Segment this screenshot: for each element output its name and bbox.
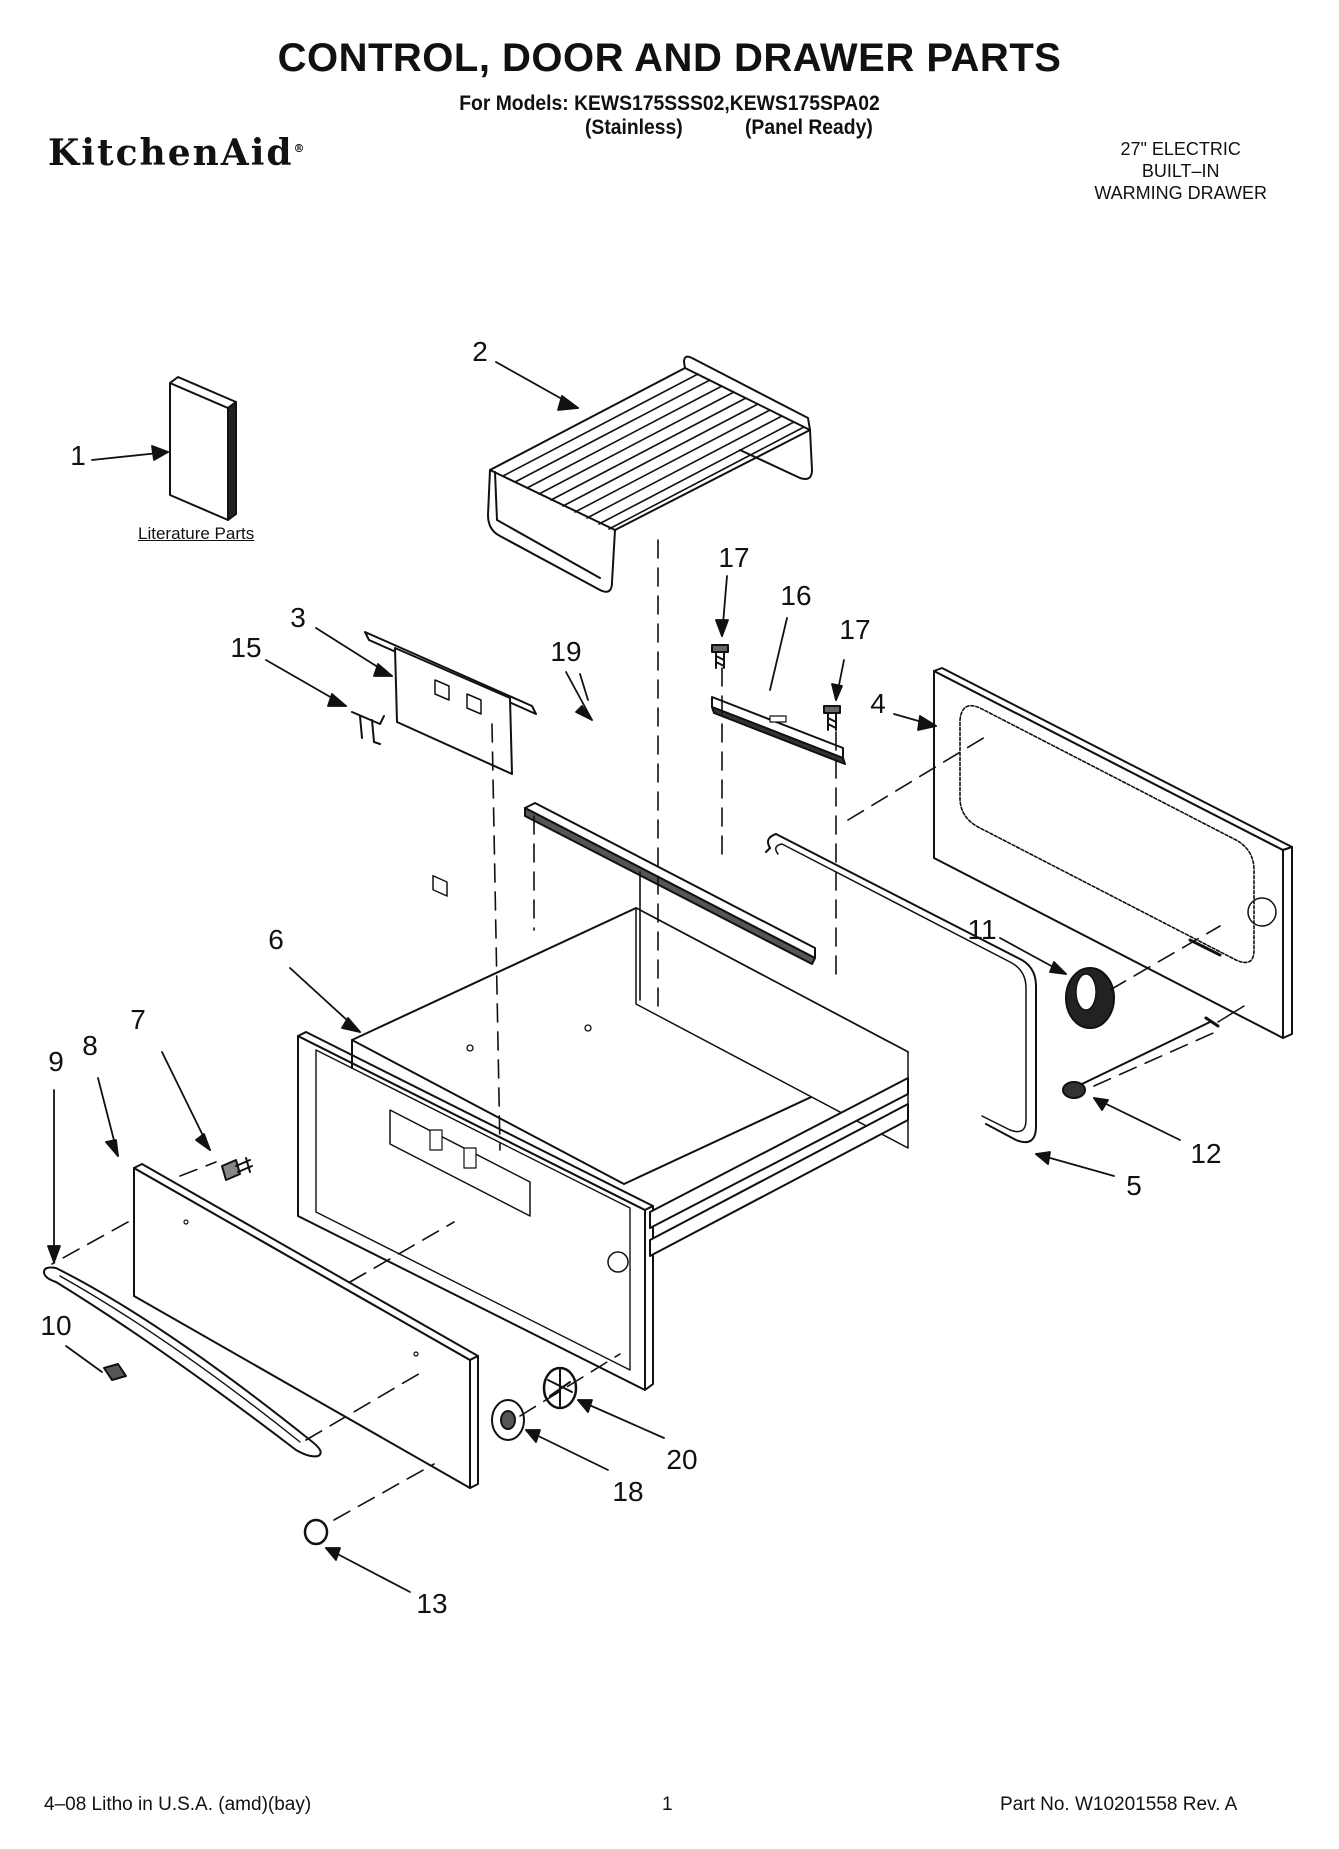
callout-19: 19 [550, 636, 582, 667]
door-handle-part [43, 1266, 322, 1458]
model-variant-panel-ready: (Panel Ready) [745, 116, 873, 139]
model-variant-stainless: (Stainless) [585, 116, 683, 139]
callout-10: 10 [40, 1310, 72, 1341]
literature-booklet-part [169, 376, 237, 521]
callout-1: 1 [70, 440, 86, 471]
callout-12: 12 [1190, 1138, 1222, 1169]
grommet-part [491, 1399, 525, 1441]
callout-9: 9 [48, 1046, 64, 1077]
callout-13: 13 [416, 1588, 448, 1619]
literature-parts-label: Literature Parts [138, 524, 255, 543]
door-button-part [303, 1518, 329, 1546]
callout-18: 18 [612, 1476, 644, 1507]
product-line-3: WARMING DRAWER [1094, 183, 1267, 203]
handle-screw-part [221, 1157, 253, 1181]
lock-nut-part [542, 1366, 578, 1410]
indicator-light-part [1062, 1005, 1245, 1099]
brand-name: KitchenAid [48, 132, 294, 174]
models-line: For Models: KEWS175SSS02,KEWS175SPA02 [459, 92, 880, 115]
wire-rack-part [487, 355, 813, 593]
control-panel-part [933, 667, 1293, 1039]
callout-6: 6 [268, 924, 284, 955]
drawer-rail-part [524, 802, 816, 965]
page-number: 1 [662, 1794, 673, 1815]
screw-part [823, 705, 841, 731]
callout-5: 5 [1126, 1170, 1142, 1201]
control-bracket-part [711, 696, 846, 765]
page-title: CONTROL, DOOR AND DRAWER PARTS [277, 36, 1062, 80]
callout-20: 20 [666, 1444, 698, 1475]
handle-endcap-part [103, 1363, 127, 1381]
callout-3: 3 [290, 602, 306, 633]
brand-logo: KitchenAid® [48, 132, 307, 174]
callout-2: 2 [472, 336, 488, 367]
callout-15: 15 [230, 632, 262, 663]
product-line-2: BUILT–IN [1141, 161, 1220, 181]
callout-leaders [47, 361, 1181, 1593]
callout-17a: 17 [718, 542, 750, 573]
clip-part [351, 711, 385, 745]
bracket-panel-part [364, 631, 537, 897]
callout-7: 7 [130, 1004, 146, 1035]
part-number: Part No. W10201558 Rev. A [1000, 1794, 1238, 1815]
assembly-guide-lines [51, 539, 1221, 1521]
product-line-1: 27" ELECTRIC [1120, 139, 1241, 159]
callout-11: 11 [967, 914, 997, 945]
print-info: 4–08 Litho in U.S.A. (amd)(bay) [44, 1794, 312, 1815]
control-knob-part [1065, 967, 1115, 1029]
callout-4: 4 [870, 688, 886, 719]
door-gasket-part [765, 833, 1037, 1144]
callout-8: 8 [82, 1030, 98, 1061]
product-description: 27" ELECTRIC BUILT–IN WARMING DRAWER [1094, 138, 1267, 204]
callout-16: 16 [780, 580, 812, 611]
callout-17b: 17 [839, 614, 871, 645]
door-front-panel-part [133, 1163, 479, 1489]
screw-part [711, 644, 729, 669]
drawer-body-part [297, 871, 909, 1391]
